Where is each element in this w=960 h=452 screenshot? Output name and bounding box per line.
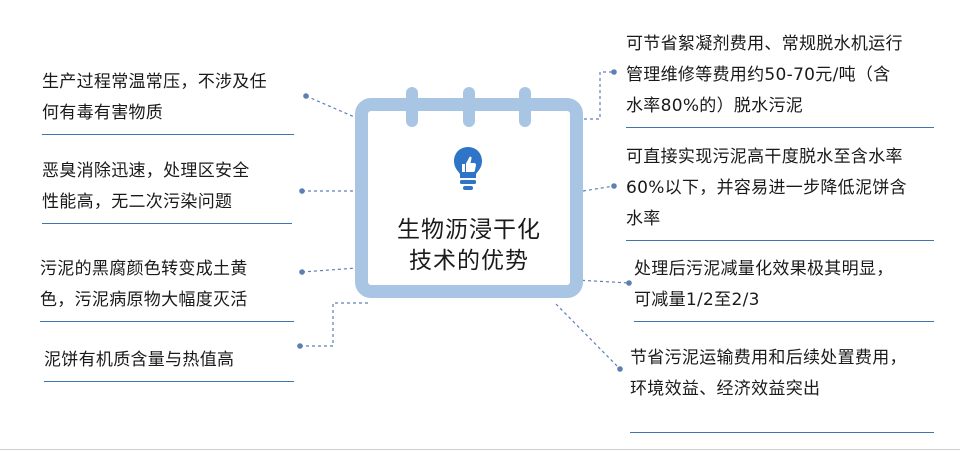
advantage-left-3-line2: 色，污泥病原物大幅度灭活	[40, 290, 248, 310]
page-bottom-divider	[0, 449, 960, 450]
advantage-right-3-line1: 处理后污泥减量化效果极其明显，	[634, 259, 894, 279]
advantage-left-4-line1: 泥饼有机质含量与热值高	[44, 350, 235, 370]
advantage-right-4-line1: 节省污泥运输费用和后续处置费用，	[630, 348, 907, 368]
advantage-left-1-line1: 生产过程常温常压，不涉及任	[42, 72, 267, 92]
advantage-left-2: 恶臭消除迅速，处理区安全 性能高，无二次污染问题	[42, 156, 292, 224]
advantage-left-3-rule	[40, 321, 294, 322]
advantage-left-3-line1: 污泥的黑腐颜色转变成土黄	[40, 259, 248, 279]
connector-dot-right-1	[611, 69, 617, 75]
calendar-ring-1	[406, 87, 418, 127]
advantage-right-1-rule	[626, 127, 934, 128]
advantage-right-1-line3: 水率80%的）脱水污泥	[626, 96, 804, 116]
connector-dot-left-3	[299, 269, 305, 275]
connector-dot-left-1	[303, 93, 309, 99]
calendar-ring-3	[519, 87, 531, 127]
advantage-left-4-rule	[44, 381, 294, 382]
center-title-line2: 技术的优势	[409, 248, 529, 274]
connector-dot-left-4	[297, 343, 303, 349]
advantage-right-4: 节省污泥运输费用和后续处置费用， 环境效益、经济效益突出	[630, 343, 934, 433]
connector-right-1	[578, 71, 614, 120]
connector-dot-right-3	[626, 280, 632, 286]
advantage-left-2-rule	[42, 223, 292, 224]
advantage-right-3: 处理后污泥减量化效果极其明显， 可减量1/2至2/3	[634, 254, 934, 322]
advantage-right-2-line3: 水率	[626, 209, 661, 229]
advantage-right-3-line2: 可减量1/2至2/3	[634, 290, 760, 310]
advantage-right-2-line2: 60%以下，并容易进一步降低泥饼含	[626, 178, 907, 198]
connector-dot-right-2	[611, 183, 617, 189]
connector-right-2	[582, 185, 615, 192]
advantage-right-1: 可节省絮凝剂费用、常规脱水机运行 管理维修等费用约50-70元/吨（含 水率80…	[626, 29, 934, 128]
connector-right-4	[555, 303, 621, 370]
advantage-left-3: 污泥的黑腐颜色转变成土黄 色，污泥病原物大幅度灭活	[40, 254, 294, 322]
advantage-left-1-line2: 何有毒有害物质	[42, 103, 164, 123]
advantage-right-2-line1: 可直接实现污泥高干度脱水至含水率	[626, 147, 903, 167]
advantage-right-1-line2: 管理维修等费用约50-70元/吨（含	[626, 65, 891, 85]
center-calendar-card: 生物沥浸干化 技术的优势	[355, 87, 583, 298]
connector-dot-left-2	[299, 188, 305, 194]
connector-dot-right-4	[617, 366, 623, 372]
connector-left-3	[301, 267, 358, 273]
advantage-right-4-rule	[630, 432, 934, 433]
connector-right-3	[575, 279, 630, 284]
advantage-right-3-rule	[634, 321, 934, 322]
advantage-left-2-line2: 性能高，无二次污染问题	[42, 192, 233, 212]
center-title-line1: 生物沥浸干化	[397, 217, 541, 243]
advantage-left-4: 泥饼有机质含量与热值高	[44, 345, 294, 382]
center-title: 生物沥浸干化 技术的优势	[368, 215, 570, 277]
advantage-left-2-line1: 恶臭消除迅速，处理区安全	[42, 161, 250, 181]
lightbulb-thumbs-up-icon	[454, 147, 482, 190]
advantage-left-1-rule	[42, 134, 294, 135]
calendar-ring-2	[463, 87, 475, 127]
connector-left-4	[300, 302, 368, 347]
advantage-right-1-line1: 可节省絮凝剂费用、常规脱水机运行	[626, 34, 903, 54]
advantage-left-1: 生产过程常温常压，不涉及任 何有毒有害物质	[42, 67, 294, 135]
advantage-right-2: 可直接实现污泥高干度脱水至含水率 60%以下，并容易进一步降低泥饼含 水率	[626, 142, 934, 241]
advantage-right-2-rule	[626, 240, 934, 241]
advantage-right-4-line2: 环境效益、经济效益突出	[630, 379, 821, 399]
